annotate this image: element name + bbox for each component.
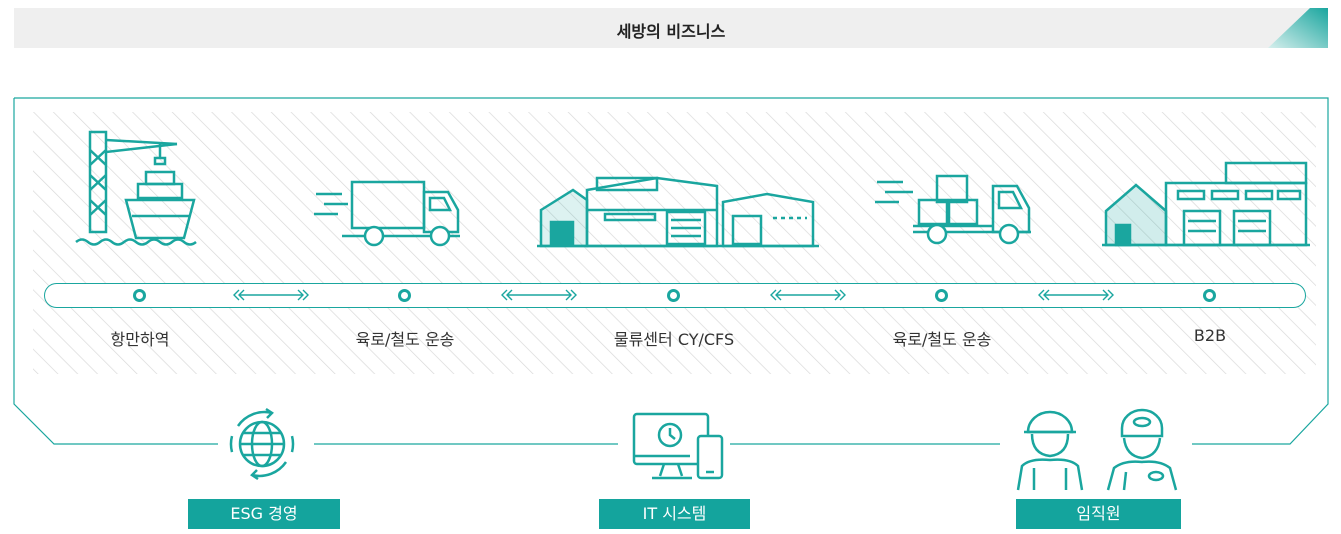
double-arrow-icon	[501, 289, 577, 301]
warehouse-icon	[537, 176, 819, 248]
stage-node	[935, 289, 948, 302]
support-button-it-system[interactable]: IT 시스템	[599, 499, 750, 529]
title-bar: 세방의 비즈니스	[14, 8, 1328, 48]
double-arrow-icon	[770, 289, 846, 301]
stage-node	[398, 289, 411, 302]
double-arrow-icon	[1038, 289, 1114, 301]
stage-label-b2b: B2B	[1193, 326, 1227, 345]
stage-label-logistics-center: 물류센터 CY/CFS	[613, 330, 735, 349]
monitor-phone-icon	[632, 412, 724, 480]
title-accent-decoration	[1268, 8, 1328, 48]
stage-label-port: 항만하역	[110, 330, 170, 349]
support-button-esg[interactable]: ESG 경영	[188, 499, 340, 529]
double-arrow-icon	[233, 289, 309, 301]
globe-cycle-icon	[229, 407, 295, 481]
stage-node	[1203, 289, 1216, 302]
page-title: 세방의 비즈니스	[616, 22, 726, 41]
truck-icon	[314, 180, 460, 247]
stage-node	[667, 289, 680, 302]
stage-label-land-rail-1: 육로/철도 운송	[355, 330, 455, 349]
workers-icon	[1016, 408, 1178, 491]
cargo-truck-icon	[875, 174, 1031, 245]
stage-node	[133, 289, 146, 302]
port-crane-ship-icon	[75, 130, 197, 246]
factory-icon	[1102, 161, 1310, 247]
stage-label-land-rail-2: 육로/철도 운송	[892, 330, 992, 349]
support-button-employees[interactable]: 임직원	[1016, 499, 1181, 529]
